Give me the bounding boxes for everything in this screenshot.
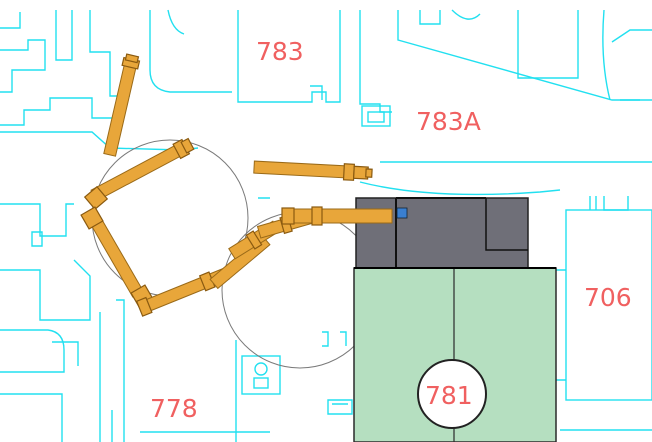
room-label-783A: 783A [416, 107, 481, 136]
room-labels: 783 783A 706 778 781 [150, 37, 632, 423]
room-label-706: 706 [584, 283, 632, 312]
room-label-781: 781 [425, 381, 473, 410]
room-label-778: 778 [150, 394, 198, 423]
column-781 [417, 359, 487, 429]
room-label-783: 783 [256, 37, 304, 66]
marker-square [396, 207, 408, 219]
wall-outlines [0, 9, 652, 442]
boom-arm [80, 53, 393, 317]
green-block [353, 267, 557, 442]
